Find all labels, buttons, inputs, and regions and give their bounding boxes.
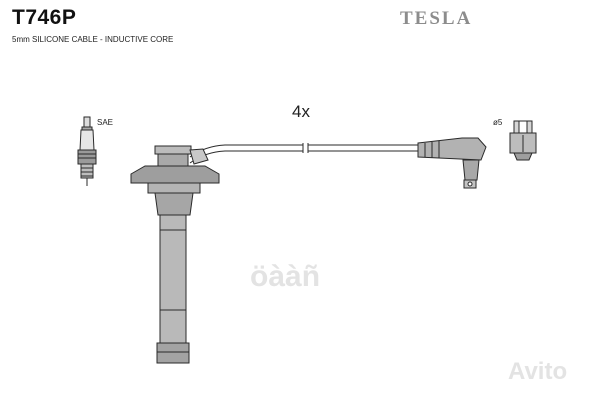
part-code: T746P — [12, 6, 77, 29]
terminal-diameter-label: ø5 — [493, 118, 503, 127]
watermark-center: öààñ — [250, 260, 321, 293]
cable — [189, 143, 418, 165]
watermark-corner: Avito — [508, 358, 568, 385]
brand-logo: TESLA — [400, 8, 473, 29]
quantity-label: 4x — [292, 102, 310, 121]
cable-spec: 5mm SILICONE CABLE - INDUCTIVE CORE — [12, 35, 174, 44]
coil-boot-connector — [130, 145, 220, 364]
terminal-icon — [509, 120, 537, 161]
spark-plug-label: SAE — [97, 118, 114, 127]
plug-boot-connector — [417, 137, 487, 189]
spark-plug-icon — [77, 116, 97, 186]
